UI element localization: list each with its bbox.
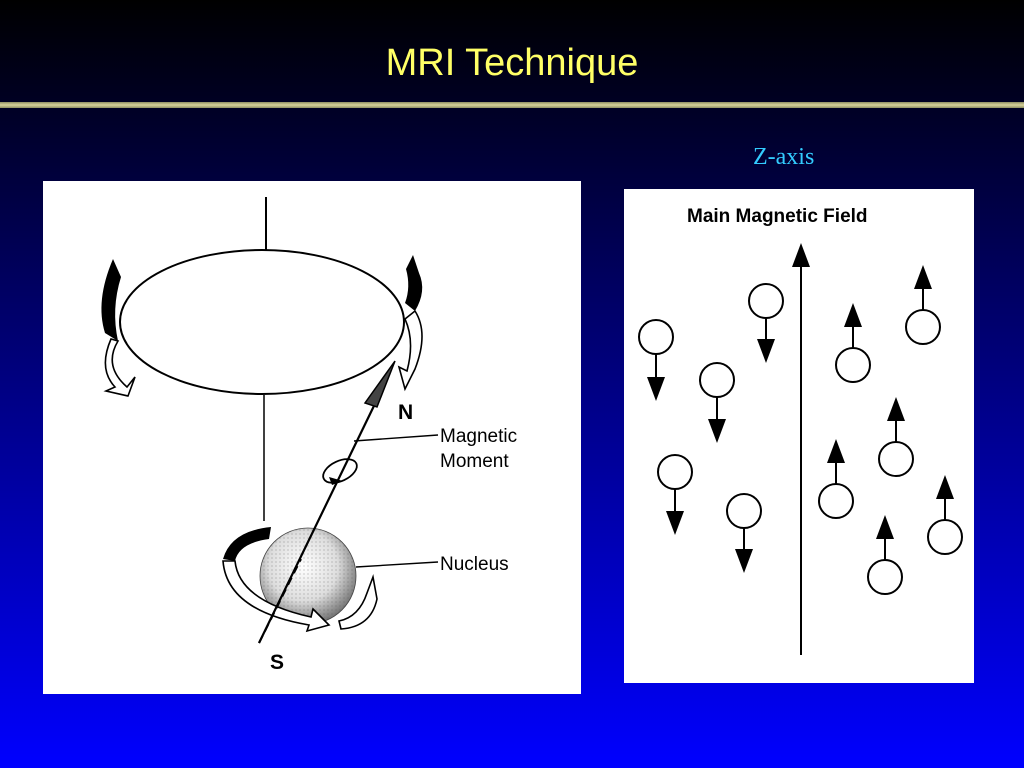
spin-up-proton [818,439,854,519]
pole-north-label: N [398,401,413,424]
spin-down-proton [699,362,735,443]
precession-diagram-svg: N S Magnetic Moment Nucleus [101,197,517,674]
right-rotation-arrow [397,255,423,392]
title-divider [0,102,1024,108]
magnetic-field-diagram-svg: Main Magnetic Field [638,206,963,655]
pole-south-label: S [270,651,284,674]
z-axis-label: Z-axis [753,144,815,170]
nucleus-label: Nucleus [440,554,509,575]
precession-ellipse [119,249,405,395]
slide-title: MRI Technique [385,42,639,84]
magnetic-moment-label-line2: Moment [440,451,509,472]
spin-up-proton [905,265,941,345]
main-magnetic-field-title: Main Magnetic Field [687,206,868,227]
moment-arrowhead [363,360,396,408]
magnetic-field-diagram: Main Magnetic Field [624,189,974,683]
spin-up-proton [867,515,903,595]
spin-down-proton [638,319,674,401]
spin-down-proton [748,283,784,363]
spin-up-proton [835,303,871,383]
spin-up-proton [927,475,963,555]
moment-rotation-ring [322,458,358,485]
spin-up-proton [878,397,914,477]
left-rotation-arrow [101,259,136,397]
spin-down-proton [657,454,693,535]
spin-down-proton [726,493,762,573]
main-field-arrowhead [792,243,810,267]
magnetic-moment-vector [258,378,388,644]
magnetic-moment-label-line1: Magnetic [440,426,517,447]
precession-diagram: N S Magnetic Moment Nucleus [43,181,581,694]
nucleus-spin-arrow [222,527,378,633]
